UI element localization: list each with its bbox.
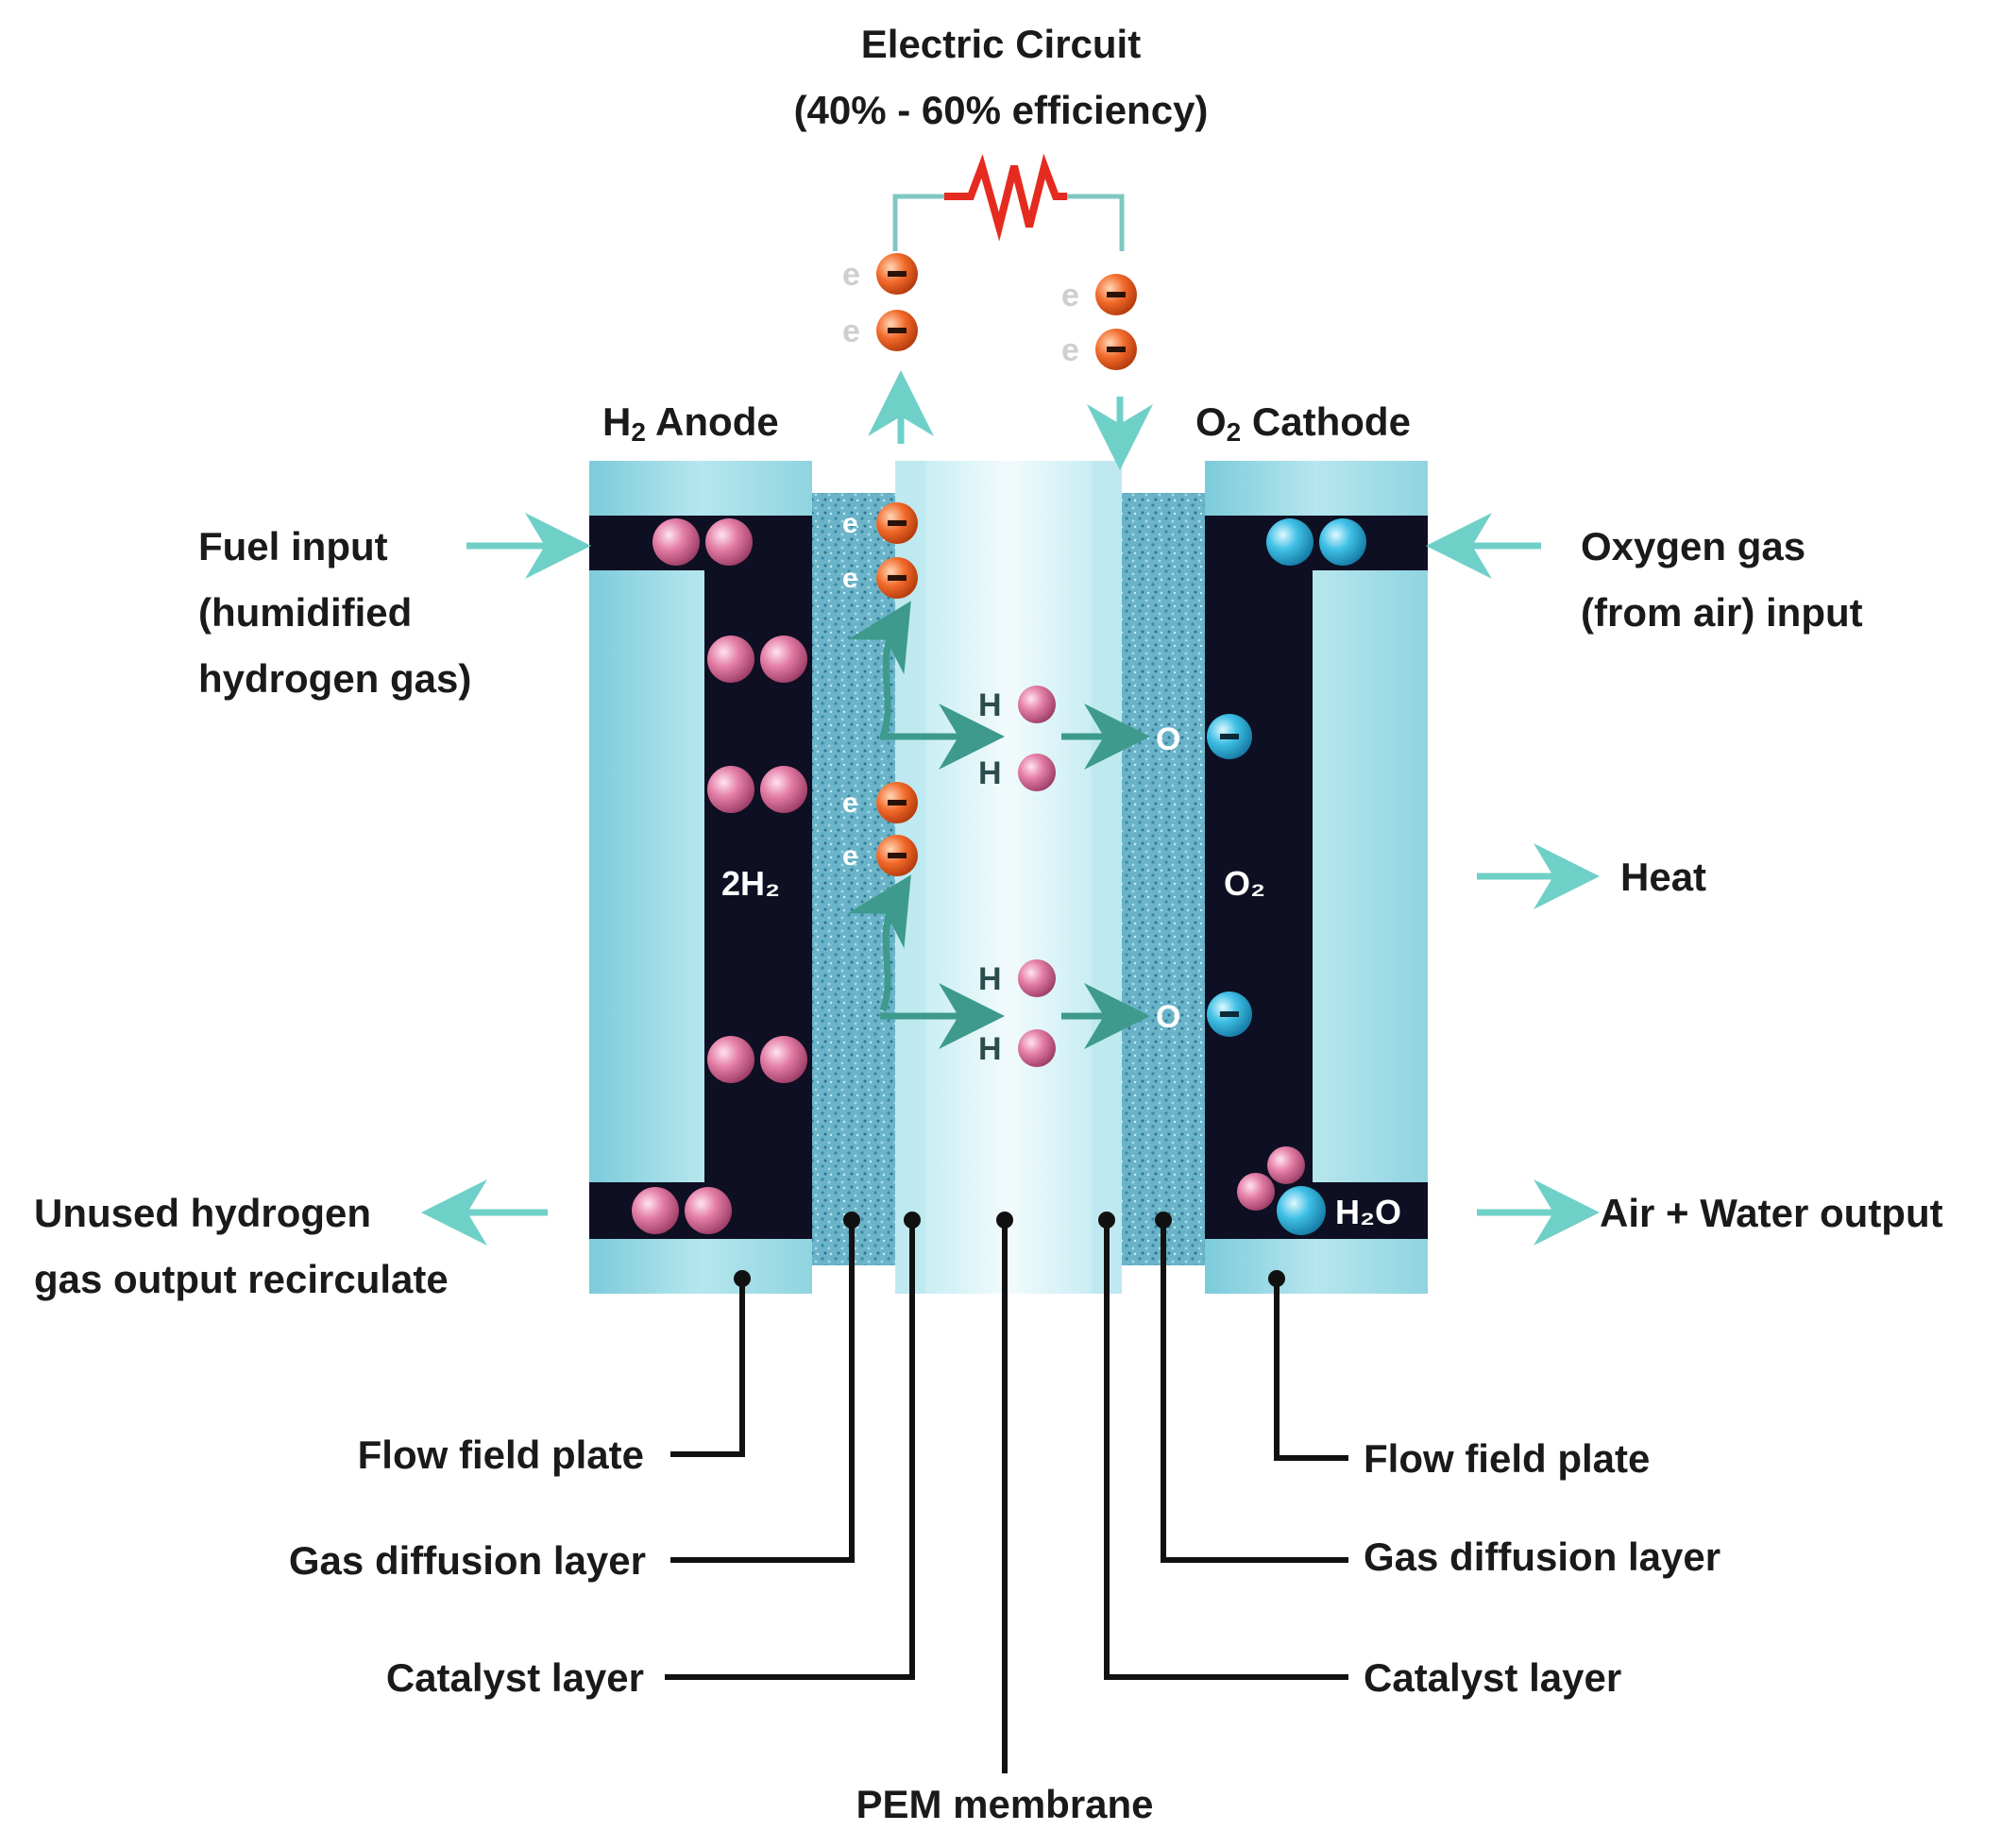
left-flow-field-plate-label: Flow field plate <box>357 1433 644 1477</box>
svg-text:e: e <box>1061 332 1079 368</box>
circuit-efficiency: (40% - 60% efficiency) <box>793 88 1209 132</box>
hydrogen-molecules <box>632 518 807 1234</box>
oxygen-molecule <box>1266 518 1366 566</box>
fuel-input-line-1: Fuel input <box>198 524 388 568</box>
leader-dots <box>734 1212 1285 1287</box>
anode-gas-label: 2H₂ <box>721 864 780 903</box>
circuit-wire-right <box>1067 194 1125 251</box>
cathode-catalyst-layer <box>1092 461 1122 1294</box>
heat-label: Heat <box>1620 855 1707 899</box>
svg-text:H: H <box>978 687 1002 723</box>
cathode-symbol: O <box>1195 399 1227 444</box>
svg-text:H: H <box>978 961 1002 997</box>
circuit-electrons <box>876 253 1137 370</box>
electron-path-lower <box>848 874 911 1012</box>
air-water-output-label: Air + Water output <box>1600 1191 1943 1235</box>
cathode-gas-diffusion-layer <box>1122 493 1205 1265</box>
unused-hydrogen-line-2: gas output recirculate <box>34 1257 449 1301</box>
cathode-subscript: 2 <box>1226 417 1242 447</box>
water-label: H₂O <box>1335 1193 1401 1231</box>
svg-text:e: e <box>842 788 858 819</box>
oxygen-input-line-2: (from air) input <box>1581 590 1863 635</box>
left-gas-diffusion-layer-label: Gas diffusion layer <box>288 1538 646 1583</box>
cathode-label: Cathode <box>1251 399 1411 444</box>
circuit-wire-left <box>892 194 944 251</box>
circuit-title: Electric Circuit <box>860 22 1142 66</box>
cathode-gas-label: O₂ <box>1224 864 1265 903</box>
anode-electron-labels: e e e e <box>842 508 858 872</box>
oxygen-ion-labels: O O <box>1156 721 1180 1035</box>
svg-text:H: H <box>978 755 1002 791</box>
unused-hydrogen-line-1: Unused hydrogen <box>34 1191 372 1235</box>
leader-lines <box>665 1220 1348 1773</box>
anode-label: Anode <box>655 399 779 444</box>
anode-electrons <box>876 502 918 876</box>
electron-labels: e e e e <box>842 257 1079 368</box>
cathode-gas-channel <box>1205 516 1428 1239</box>
svg-text:O: O <box>1156 721 1180 757</box>
pem-membrane-label: PEM membrane <box>856 1782 1154 1826</box>
pem-membrane <box>925 461 1092 1294</box>
protons <box>1018 686 1056 1067</box>
oxygen-input-line-1: Oxygen gas <box>1581 524 1806 568</box>
electron-path-upper <box>848 601 911 738</box>
water-molecule-icon <box>1237 1146 1326 1235</box>
resistor-icon <box>944 153 1067 242</box>
anode-gas-channel <box>589 516 812 1239</box>
right-catalyst-layer-label: Catalyst layer <box>1364 1655 1622 1700</box>
svg-text:O: O <box>1156 999 1180 1035</box>
right-flow-field-plate-label: Flow field plate <box>1364 1436 1651 1481</box>
anode-gas-diffusion-layer <box>812 493 895 1265</box>
svg-text:e: e <box>842 563 858 594</box>
anode-subscript: 2 <box>631 417 646 447</box>
svg-text:e: e <box>842 257 860 293</box>
svg-text:e: e <box>842 508 858 539</box>
svg-text:H: H <box>978 1031 1002 1067</box>
right-gas-diffusion-layer-label: Gas diffusion layer <box>1364 1534 1721 1579</box>
fuel-input-line-3: hydrogen gas) <box>198 656 472 701</box>
anode-symbol: H <box>602 399 632 444</box>
left-catalyst-layer-label: Catalyst layer <box>385 1655 644 1700</box>
svg-text:e: e <box>842 314 860 349</box>
svg-text:e: e <box>842 840 858 872</box>
cathode-heading: O2 Cathode <box>1195 389 1411 466</box>
svg-text:e: e <box>1061 278 1079 314</box>
oxygen-ions <box>1207 714 1252 1037</box>
fuel-input-line-2: (humidified <box>198 590 413 635</box>
proton-labels: H H H H <box>978 687 1002 1067</box>
anode-heading: H2 Anode <box>602 389 779 466</box>
